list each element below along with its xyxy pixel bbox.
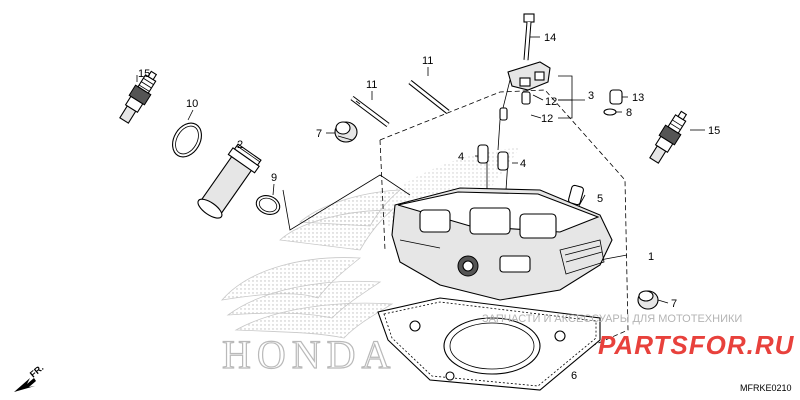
callouts: 15 10 2 9 7 11 11 14 12 12 3 13 8 15 4 4… xyxy=(138,32,720,382)
bolt-14 xyxy=(523,13,535,61)
sealing-cap-upper xyxy=(334,121,358,143)
stud-bolt-right xyxy=(408,80,450,114)
dowel-pin-lower xyxy=(499,107,508,121)
callout-15-left: 15 xyxy=(138,68,150,80)
oil-jet-13 xyxy=(609,89,623,105)
callout-14: 14 xyxy=(544,32,556,44)
honda-logo-text: HONDA xyxy=(222,332,396,377)
sealing-cap-lower xyxy=(637,290,659,310)
dowel-4-right xyxy=(497,151,509,171)
part-code: MFRKE0210 xyxy=(740,383,792,393)
callout-13: 13 xyxy=(632,92,644,104)
callout-7-upper: 7 xyxy=(316,128,322,140)
assembly-outline xyxy=(379,89,629,361)
watermark-brand: PARTSFOR.RU xyxy=(598,330,795,360)
o-ring-9 xyxy=(255,195,281,215)
spark-plug-tube xyxy=(197,143,262,219)
cylinder-head-gasket xyxy=(377,297,601,391)
spark-plug-left xyxy=(119,70,158,124)
callout-12-upper: 12 xyxy=(545,96,557,108)
dowel-pin-upper xyxy=(521,91,531,105)
direction-label: FR. xyxy=(28,363,46,380)
o-ring-8 xyxy=(603,108,617,116)
stud-bolt-left xyxy=(350,96,390,127)
callout-4-right: 4 xyxy=(520,158,526,170)
bracket-3 xyxy=(507,61,551,91)
callout-10: 10 xyxy=(186,98,198,110)
callout-4-left: 4 xyxy=(458,151,464,163)
watermark-caption: ЗАПЧАСТИ И АКСЕССУАРЫ ДЛЯ МОТОТЕХНИКИ xyxy=(482,313,742,325)
callout-11-right: 11 xyxy=(422,55,433,67)
cylinder-head xyxy=(391,187,613,301)
spark-plug-right xyxy=(649,110,688,164)
callout-9: 9 xyxy=(271,172,277,184)
callout-12-lower: 12 xyxy=(541,113,553,125)
dowel-4-left xyxy=(477,144,489,164)
arrow-icon xyxy=(14,378,36,392)
callout-3: 3 xyxy=(588,90,594,102)
callout-6: 6 xyxy=(571,370,577,382)
callout-2: 2 xyxy=(237,139,243,151)
front-direction-indicator: FR. xyxy=(14,363,45,392)
callout-11-left: 11 xyxy=(366,79,377,91)
callout-15-right: 15 xyxy=(708,125,720,137)
callout-8: 8 xyxy=(626,107,632,119)
o-ring-10 xyxy=(172,122,202,158)
callout-5: 5 xyxy=(597,193,603,205)
callout-7-lower: 7 xyxy=(671,298,677,310)
callout-1: 1 xyxy=(648,251,654,263)
